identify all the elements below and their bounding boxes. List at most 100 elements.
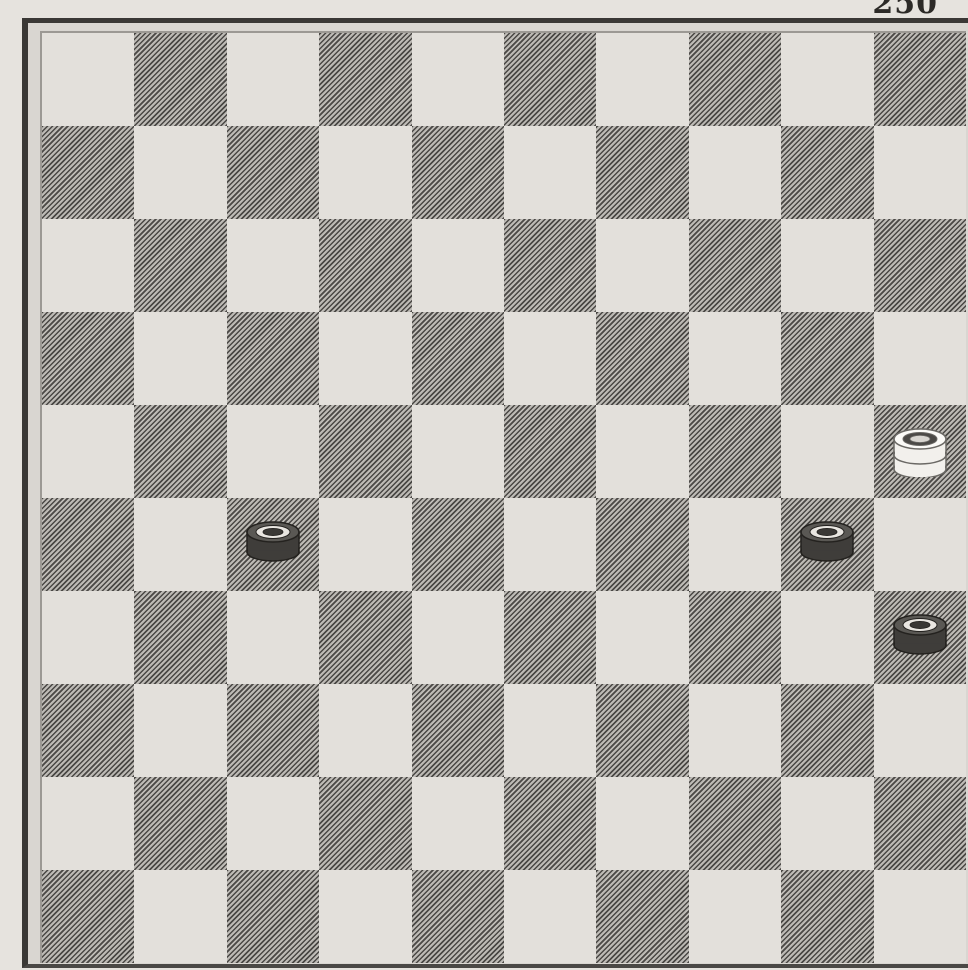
- board-square-r9-c3: [319, 870, 411, 963]
- board-square-r4-c0: [42, 405, 134, 498]
- board-square-r2-c4: [412, 219, 504, 312]
- board-square-r7-c9: [874, 684, 966, 777]
- board-square-r8-c5[interactable]: [504, 777, 596, 870]
- board-square-r0-c6: [596, 33, 688, 126]
- board-square-r6-c7[interactable]: [689, 591, 781, 684]
- board-grid: [42, 33, 966, 963]
- board-square-r7-c0[interactable]: [42, 684, 134, 777]
- board-square-r4-c7[interactable]: [689, 405, 781, 498]
- board-square-r2-c0: [42, 219, 134, 312]
- board-square-r5-c6[interactable]: [596, 498, 688, 591]
- board-square-r1-c8[interactable]: [781, 126, 873, 219]
- board-square-r2-c5[interactable]: [504, 219, 596, 312]
- board-square-r5-c3: [319, 498, 411, 591]
- board-square-r6-c9[interactable]: [874, 591, 966, 684]
- board-square-r1-c3: [319, 126, 411, 219]
- board-square-r6-c6: [596, 591, 688, 684]
- board-square-r7-c8[interactable]: [781, 684, 873, 777]
- board-square-r2-c9[interactable]: [874, 219, 966, 312]
- board-square-r0-c5[interactable]: [504, 33, 596, 126]
- board-square-r7-c6[interactable]: [596, 684, 688, 777]
- board-square-r0-c8: [781, 33, 873, 126]
- board-square-r8-c0: [42, 777, 134, 870]
- board-square-r4-c6: [596, 405, 688, 498]
- board-square-r8-c2: [227, 777, 319, 870]
- board-square-r8-c8: [781, 777, 873, 870]
- board-square-r1-c4[interactable]: [412, 126, 504, 219]
- board-square-r8-c7[interactable]: [689, 777, 781, 870]
- board-square-r1-c9: [874, 126, 966, 219]
- checkers-board: [40, 31, 966, 963]
- board-square-r8-c6: [596, 777, 688, 870]
- board-square-r3-c4[interactable]: [412, 312, 504, 405]
- board-square-r8-c3[interactable]: [319, 777, 411, 870]
- board-square-r7-c4[interactable]: [412, 684, 504, 777]
- board-square-r7-c5: [504, 684, 596, 777]
- board-square-r2-c7[interactable]: [689, 219, 781, 312]
- board-square-r7-c7: [689, 684, 781, 777]
- board-square-r3-c1: [134, 312, 226, 405]
- board-square-r9-c0[interactable]: [42, 870, 134, 963]
- board-square-r0-c0: [42, 33, 134, 126]
- board-square-r9-c4[interactable]: [412, 870, 504, 963]
- board-square-r0-c7[interactable]: [689, 33, 781, 126]
- board-square-r3-c3: [319, 312, 411, 405]
- board-square-r1-c5: [504, 126, 596, 219]
- board-square-r1-c0[interactable]: [42, 126, 134, 219]
- board-square-r4-c1[interactable]: [134, 405, 226, 498]
- board-square-r7-c2[interactable]: [227, 684, 319, 777]
- board-square-r6-c1[interactable]: [134, 591, 226, 684]
- board-square-r9-c1: [134, 870, 226, 963]
- black-man-piece[interactable]: [890, 610, 950, 662]
- board-square-r0-c3[interactable]: [319, 33, 411, 126]
- board-square-r5-c5: [504, 498, 596, 591]
- board-square-r5-c0[interactable]: [42, 498, 134, 591]
- board-square-r6-c3[interactable]: [319, 591, 411, 684]
- board-square-r6-c8: [781, 591, 873, 684]
- board-square-r2-c8: [781, 219, 873, 312]
- board-square-r9-c9: [874, 870, 966, 963]
- board-square-r3-c6[interactable]: [596, 312, 688, 405]
- board-square-r0-c2: [227, 33, 319, 126]
- board-square-r6-c5[interactable]: [504, 591, 596, 684]
- board-square-r1-c6[interactable]: [596, 126, 688, 219]
- board-square-r9-c2[interactable]: [227, 870, 319, 963]
- board-square-r8-c1[interactable]: [134, 777, 226, 870]
- board-square-r2-c1[interactable]: [134, 219, 226, 312]
- board-square-r9-c8[interactable]: [781, 870, 873, 963]
- board-square-r5-c4[interactable]: [412, 498, 504, 591]
- board-square-r5-c8[interactable]: [781, 498, 873, 591]
- board-square-r3-c9: [874, 312, 966, 405]
- black-man-piece[interactable]: [797, 517, 857, 569]
- board-square-r9-c7: [689, 870, 781, 963]
- board-square-r5-c2[interactable]: [227, 498, 319, 591]
- board-square-r4-c9[interactable]: [874, 405, 966, 498]
- board-square-r4-c4: [412, 405, 504, 498]
- board-square-r1-c2[interactable]: [227, 126, 319, 219]
- black-man-piece[interactable]: [243, 517, 303, 569]
- board-square-r1-c7: [689, 126, 781, 219]
- board-square-r3-c0[interactable]: [42, 312, 134, 405]
- board-square-r8-c9[interactable]: [874, 777, 966, 870]
- board-square-r1-c1: [134, 126, 226, 219]
- board-square-r0-c4: [412, 33, 504, 126]
- board-square-r4-c3[interactable]: [319, 405, 411, 498]
- board-square-r5-c1: [134, 498, 226, 591]
- board-square-r5-c9: [874, 498, 966, 591]
- checkers-board-frame: [22, 18, 968, 968]
- board-square-r2-c3[interactable]: [319, 219, 411, 312]
- board-square-r3-c5: [504, 312, 596, 405]
- board-square-r9-c6[interactable]: [596, 870, 688, 963]
- board-square-r3-c7: [689, 312, 781, 405]
- board-square-r9-c5: [504, 870, 596, 963]
- white-king-piece[interactable]: [890, 424, 950, 476]
- board-square-r6-c0: [42, 591, 134, 684]
- board-square-r0-c1[interactable]: [134, 33, 226, 126]
- board-square-r3-c8[interactable]: [781, 312, 873, 405]
- board-square-r4-c5[interactable]: [504, 405, 596, 498]
- board-square-r0-c9[interactable]: [874, 33, 966, 126]
- board-square-r8-c4: [412, 777, 504, 870]
- board-square-r7-c1: [134, 684, 226, 777]
- board-square-r3-c2[interactable]: [227, 312, 319, 405]
